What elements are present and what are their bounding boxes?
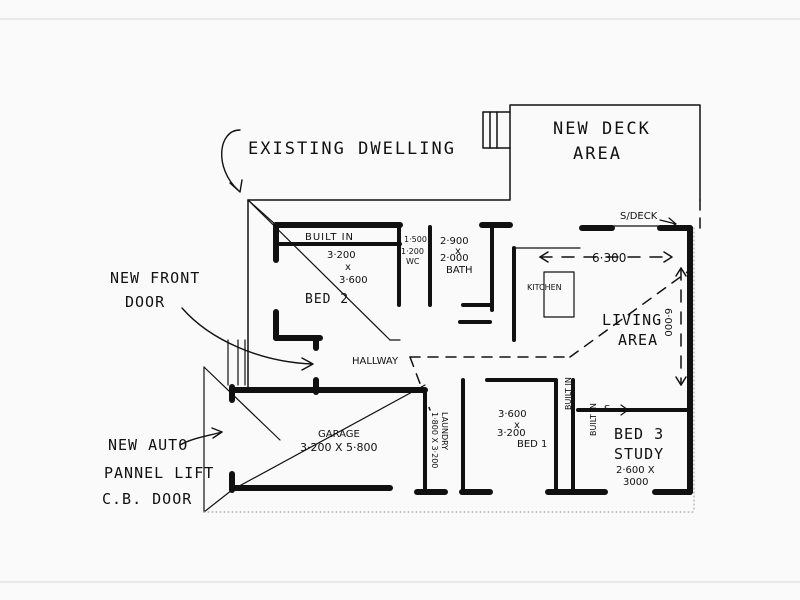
s-deck-label: S/DECK xyxy=(620,211,658,222)
new-deck-label-line1: NEW DECK xyxy=(553,119,651,139)
study-label: STUDY xyxy=(614,445,665,463)
living-vert-dim-arrow xyxy=(675,267,687,386)
bed2-built-in-label: BUILT IN xyxy=(305,232,355,243)
bed2-dim-width: 3·200 xyxy=(327,250,356,261)
existing-dwelling-outline xyxy=(247,104,701,393)
laundry-dim: 1·800 X 3·200 xyxy=(430,412,439,469)
bed2-dim-length: 3·600 xyxy=(339,275,368,286)
living-dim-arrow xyxy=(539,251,673,263)
bath-dim-width: 2·900 xyxy=(440,236,469,247)
hallway-label: HALLWAY xyxy=(352,356,399,367)
external-walls xyxy=(229,222,693,495)
garage-dim: 3·200 X 5·800 xyxy=(300,441,378,454)
s-deck-arrow xyxy=(659,217,677,229)
new-front-door-label-line1: NEW FRONT xyxy=(110,269,201,287)
existing-dwelling-label: EXISTING DWELLING xyxy=(248,139,456,159)
bath-dim-x: x xyxy=(455,246,461,257)
bed3-dim-length: 3000 xyxy=(623,477,649,488)
new-deck-label-line2: AREA xyxy=(573,144,622,164)
living-area-label-line1: LIVING xyxy=(602,311,663,329)
bed1-label: BED 1 xyxy=(517,439,548,450)
front-door-callout-arrow xyxy=(181,307,314,371)
bed1-dim-x: x xyxy=(514,420,520,431)
new-auto-door-label-line1: NEW AUTO xyxy=(108,436,189,454)
new-front-door-label-line2: DOOR xyxy=(125,293,166,311)
new-auto-door-label-line2: PANNEL LIFT xyxy=(104,464,215,482)
laundry-label: LAUNDRY xyxy=(440,412,449,451)
s-marker-label: S xyxy=(604,404,611,415)
existing-dwelling-callout-arrow xyxy=(221,129,243,193)
wc-dim-length: 1·200 xyxy=(401,247,424,256)
bed1-built-in-label: BUILT IN xyxy=(564,377,573,410)
bed2-label: BED 2 xyxy=(305,292,350,307)
wc-label: WC xyxy=(406,257,420,266)
bed2-dim-x: x xyxy=(345,262,351,273)
study-built-in-label: BUILT IN xyxy=(589,403,598,436)
hallway-dashed-lines xyxy=(409,199,701,411)
bath-label: BATH xyxy=(446,265,473,276)
bed3-label: BED 3 xyxy=(614,425,665,443)
bed1-dim-length: 3·200 xyxy=(497,428,526,439)
s-marker-arrow xyxy=(611,404,629,416)
internal-walls xyxy=(278,225,690,494)
bath-dim-length: 2·000 xyxy=(440,253,469,264)
living-area-label-line2: AREA xyxy=(618,331,659,349)
bed1-dim-width: 3·600 xyxy=(498,409,527,420)
bed3-dim-width: 2·600 X xyxy=(616,465,655,476)
living-dim-width: 6·300 xyxy=(592,251,627,265)
auto-door-callout-arrow xyxy=(179,427,223,446)
wc-dim-width: 1·500 xyxy=(404,235,427,244)
new-auto-door-label-line3: C.B. DOOR xyxy=(102,490,193,508)
garage-label: GARAGE xyxy=(318,429,360,440)
living-dim-length: 6·000 xyxy=(662,308,673,337)
kitchen-label: KITCHEN xyxy=(527,283,562,292)
